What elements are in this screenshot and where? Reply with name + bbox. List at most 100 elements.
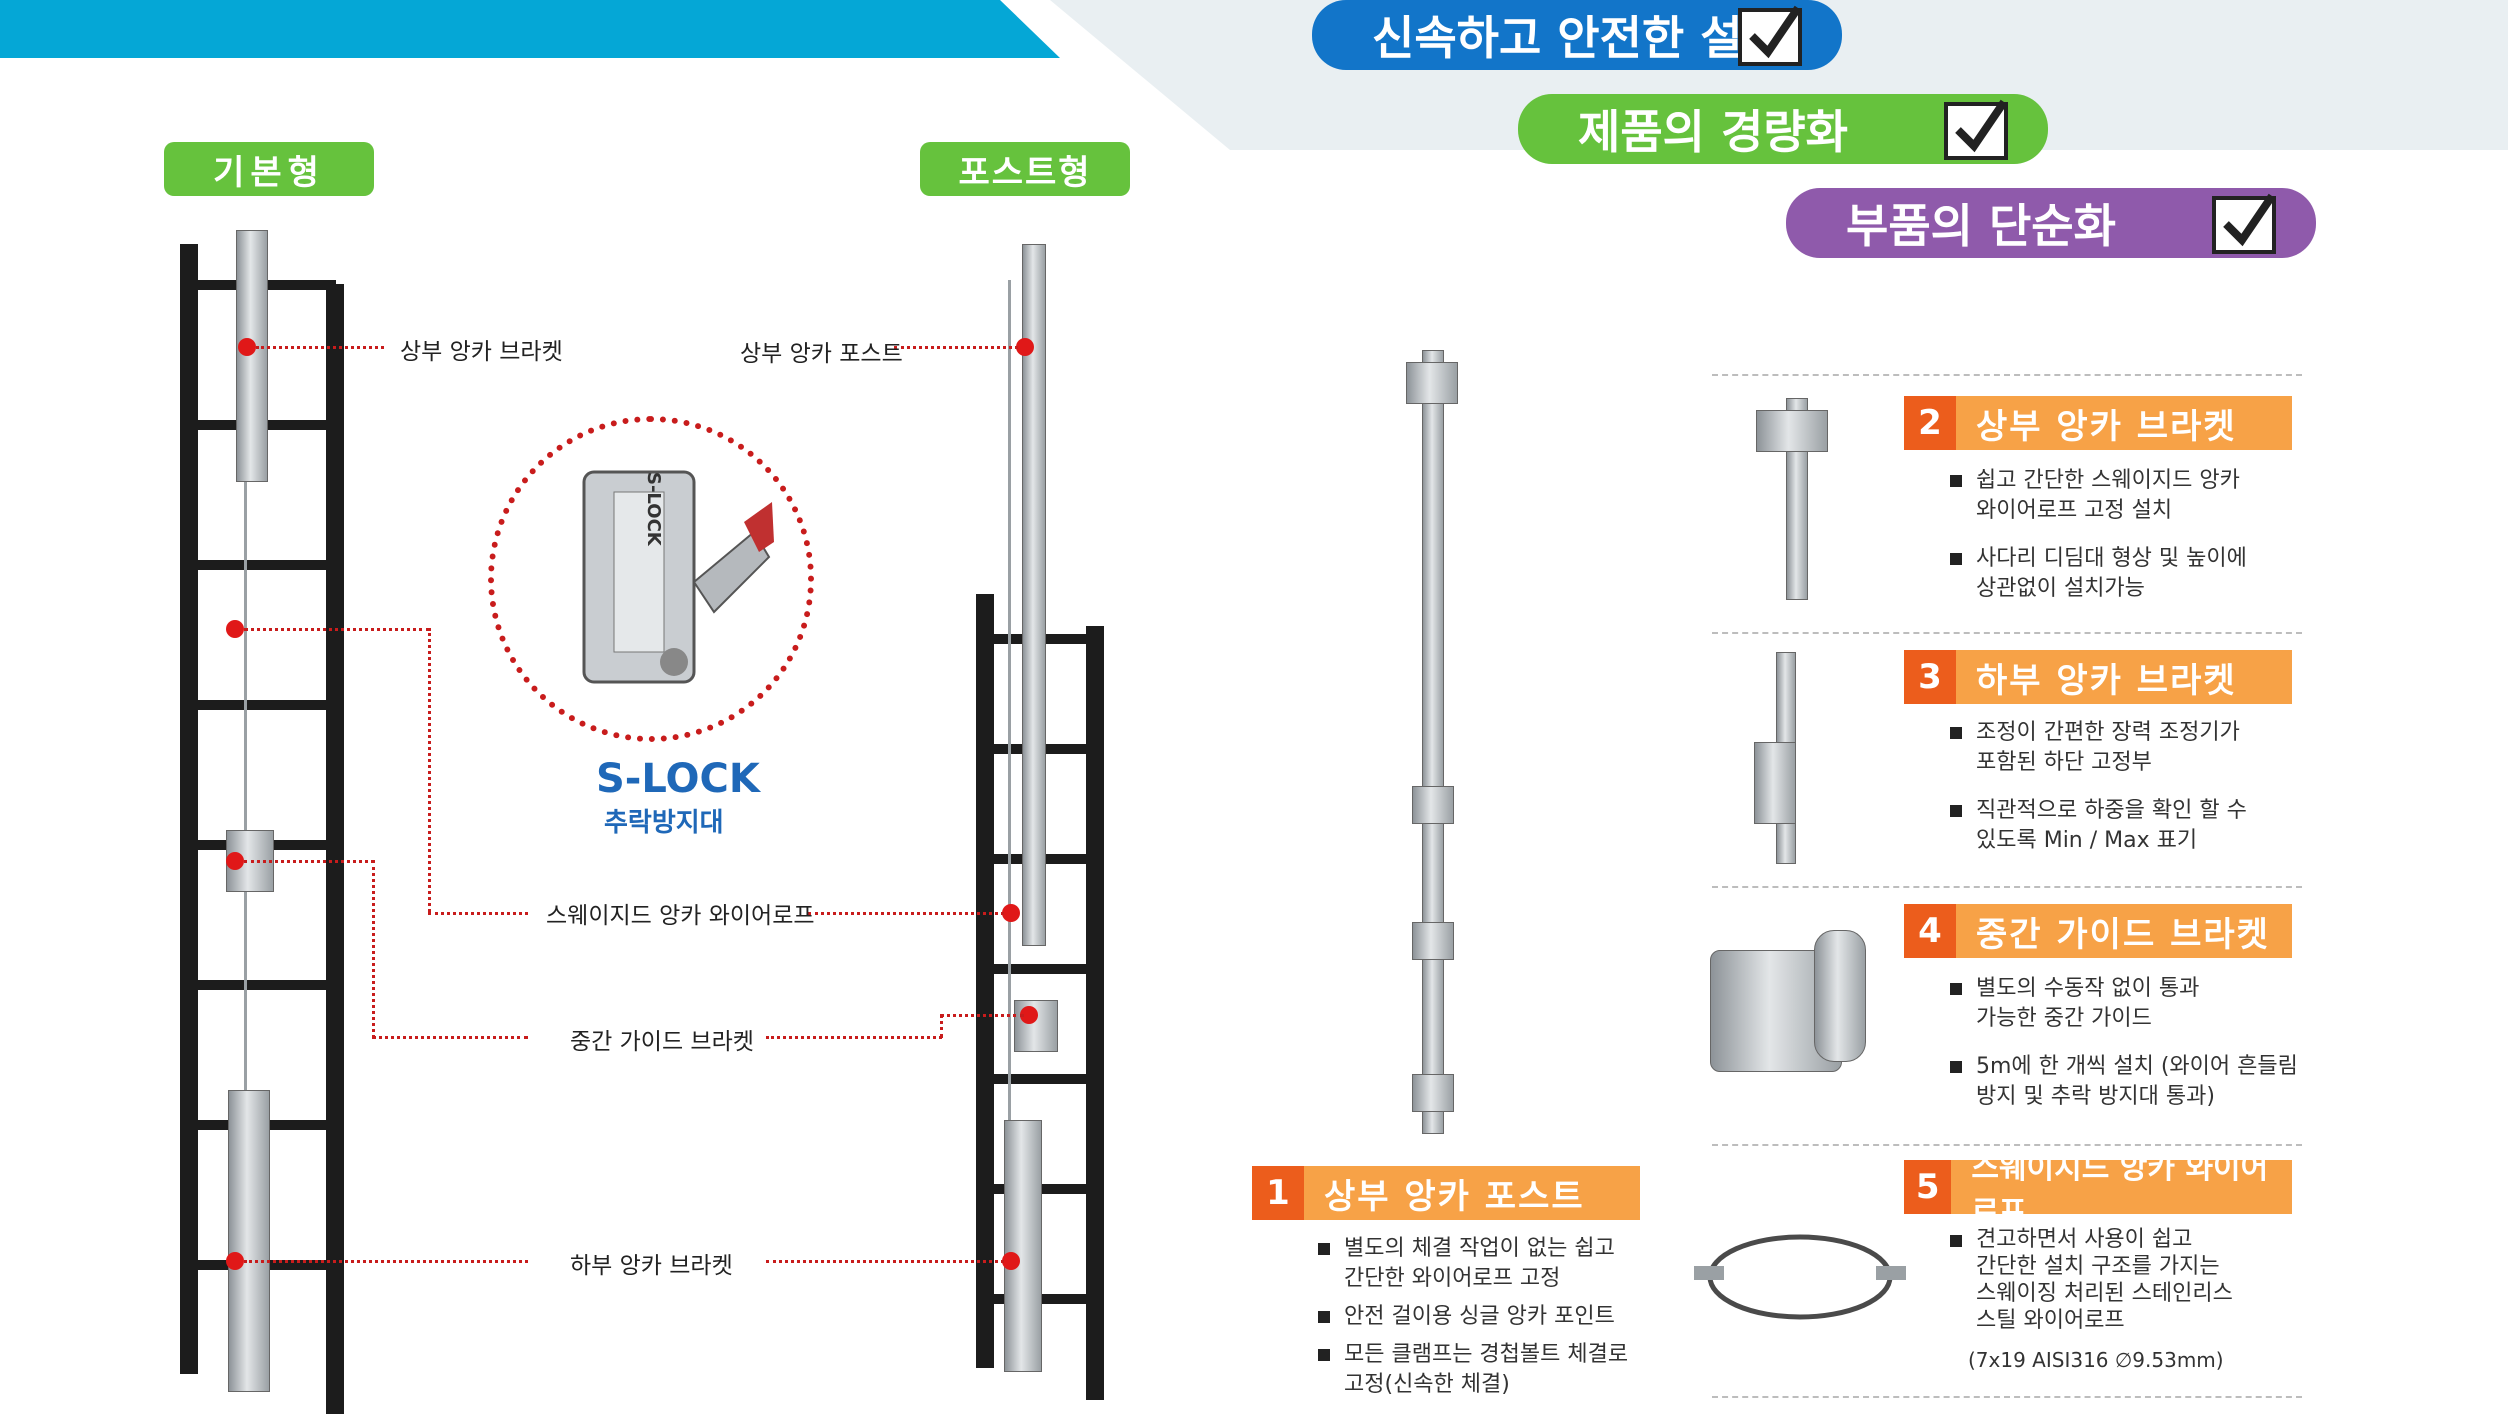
section-3-bullet: 직관적으로 하중을 확인 할 수 있도록 Min / Max 표기: [1950, 796, 2310, 856]
tension-adjuster-part: [1754, 742, 1796, 824]
header-band: [0, 0, 1060, 58]
callout-line: [940, 1014, 1024, 1017]
callout-label-top-post: 상부 앙카 포스트: [740, 341, 903, 367]
ladder-rail-left: [976, 594, 994, 1368]
separator: [1712, 374, 2302, 376]
section-4-title: 중간 가이드 브라켓: [1976, 914, 2270, 955]
slock-circle: S-LOCK: [488, 416, 814, 742]
callout-line: [372, 860, 375, 1038]
ladder-rung: [188, 980, 336, 990]
callout-label-wire-rope: 스웨이지드 앙카 와이어로프: [546, 903, 815, 929]
callout-line: [244, 860, 374, 863]
section-2-bullet: 쉽고 간단한 스웨이지드 앙카 와이어로프 고정 설치: [1950, 466, 2310, 526]
checkbox-icon: [1944, 99, 2008, 160]
guide-clamp: [1814, 930, 1866, 1062]
section-1-bullet: 안전 걸이용 싱글 앙카 포인트: [1318, 1302, 1678, 1332]
section-4-bullet: 5m에 한 개씩 설치 (와이어 흔들림 방지 및 추락 방지대 통과): [1950, 1052, 2310, 1112]
callout-dot: [238, 338, 256, 356]
section-3-bullets: 조정이 간편한 장력 조정기가 포함된 하단 고정부 직관적으로 하중을 확인 …: [1950, 718, 2310, 856]
separator: [1712, 1396, 2302, 1398]
callout-label-mid-guide: 중간 가이드 브라켓: [570, 1029, 754, 1055]
slock-title: S-LOCK: [596, 756, 760, 802]
separator: [1712, 1144, 2302, 1146]
banner-simplified-parts-label: 부품의 단순화: [1846, 199, 2116, 253]
slock-subtitle: 추락방지대: [604, 808, 724, 838]
wire-rope-coil-icon: [1694, 1234, 1906, 1320]
callout-line: [940, 1014, 943, 1038]
post-clamp: [1412, 1074, 1454, 1112]
slock-device-text: S-LOCK: [643, 472, 664, 546]
banner-lightweight: 제품의 경량화: [1518, 94, 2048, 164]
section-5-header: 5 스웨이지드 앙카 와이어로프: [1904, 1151, 2292, 1230]
checkbox-icon: [2212, 193, 2276, 254]
section-3-header: 3 하부 앙카 브라켓: [1904, 650, 2292, 704]
section-1-number: 1: [1252, 1166, 1304, 1220]
section-4-number: 4: [1904, 904, 1956, 958]
bottom-anchor-bracket-part: [1004, 1120, 1042, 1372]
section-4-bullet: 별도의 수동작 없이 통과 가능한 중간 가이드: [1950, 974, 2310, 1034]
callout-dot: [1002, 904, 1020, 922]
section-4-header: 4 중간 가이드 브라켓: [1904, 904, 2292, 958]
section-4-bullets: 별도의 수동작 없이 통과 가능한 중간 가이드 5m에 한 개씩 설치 (와이…: [1950, 974, 2310, 1112]
section-3-bullet: 조정이 간편한 장력 조정기가 포함된 하단 고정부: [1950, 718, 2310, 778]
callout-line: [808, 912, 1004, 915]
section-1-bullet: 모든 클램프는 경첩볼트 체결로 고정(신속한 체결): [1318, 1340, 1678, 1400]
ladder-rail-right: [1086, 626, 1104, 1400]
callout-dot: [226, 620, 244, 638]
banner-fast-install: 신속하고 안전한 설치: [1312, 0, 1842, 70]
callout-line: [244, 628, 430, 631]
callout-label-top-bracket: 상부 앙카 브라켓: [400, 339, 563, 365]
section-2-bullet: 사다리 디딤대 형상 및 높이에 상관없이 설치가능: [1950, 544, 2310, 604]
slock-device-icon: [582, 470, 774, 684]
section-2-header: 2 상부 앙카 브라켓: [1904, 396, 2292, 450]
wire-rope: [1008, 280, 1011, 1370]
callout-dot: [226, 1252, 244, 1270]
section-5-bullet: 견고하면서 사용이 쉽고 간단한 설치 구조를 가지는 스웨이징 처리된 스테인…: [1950, 1226, 2310, 1334]
section-2-bullets: 쉽고 간단한 스웨이지드 앙카 와이어로프 고정 설치 사다리 디딤대 형상 및…: [1950, 466, 2310, 604]
callout-line: [894, 346, 1018, 349]
banner-simplified-parts: 부품의 단순화: [1786, 188, 2316, 258]
section-1-bullets: 별도의 체결 작업이 없는 쉽고 간단한 와이어로프 고정 안전 걸이용 싱글 …: [1318, 1234, 1678, 1400]
section-2-number: 2: [1904, 396, 1956, 450]
post-part: [1422, 350, 1444, 1134]
separator: [1712, 886, 2302, 888]
type-tag-basic: 기본형: [164, 142, 374, 196]
callout-dot: [1002, 1252, 1020, 1270]
section-5-bullets: 견고하면서 사용이 쉽고 간단한 설치 구조를 가지는 스웨이징 처리된 스테인…: [1950, 1226, 2310, 1334]
bracket-clamp: [1756, 410, 1828, 452]
section-3-number: 3: [1904, 650, 1956, 704]
checkbox-icon: [1738, 5, 1802, 66]
type-tag-post: 포스트형: [920, 142, 1130, 196]
top-anchor-bracket-part: [236, 230, 268, 482]
banner-lightweight-label: 제품의 경량화: [1578, 105, 1848, 159]
bottom-anchor-bracket-part: [228, 1090, 270, 1392]
section-1-bullet: 별도의 체결 작업이 없는 쉽고 간단한 와이어로프 고정: [1318, 1234, 1678, 1294]
section-1-title: 상부 앙카 포스트: [1324, 1176, 1585, 1217]
ladder-rail-left: [180, 244, 198, 1374]
ladder-rung: [984, 964, 1096, 974]
separator: [1712, 632, 2302, 634]
section-5-spec-note: (7x19 AISI316 ∅9.53mm): [1968, 1348, 2224, 1372]
section-5-number: 5: [1904, 1160, 1952, 1214]
callout-line: [244, 1260, 528, 1263]
post-clamp: [1412, 922, 1454, 960]
callout-line: [372, 1036, 528, 1039]
callout-line: [428, 628, 431, 912]
callout-line: [428, 912, 528, 915]
callout-line: [766, 1036, 942, 1039]
callout-line: [256, 346, 384, 349]
callout-dot: [226, 852, 244, 870]
post-clamp: [1412, 786, 1454, 824]
mid-guide-bracket-part: [1014, 1000, 1058, 1052]
top-anchor-post-part: [1022, 244, 1046, 946]
section-3-title: 하부 앙카 브라켓: [1976, 660, 2237, 701]
callout-dot: [1020, 1006, 1038, 1024]
section-2-title: 상부 앙카 브라켓: [1976, 406, 2237, 447]
section-5-title: 스웨이지드 앙카 와이어로프: [1971, 1151, 2269, 1230]
post-top-clamp: [1406, 362, 1458, 404]
wire-rope: [244, 300, 247, 1340]
callout-line: [766, 1260, 1004, 1263]
callout-label-bottom-bracket: 하부 앙카 브라켓: [570, 1253, 733, 1279]
ladder-rung: [188, 560, 336, 570]
ladder-rung: [188, 700, 336, 710]
